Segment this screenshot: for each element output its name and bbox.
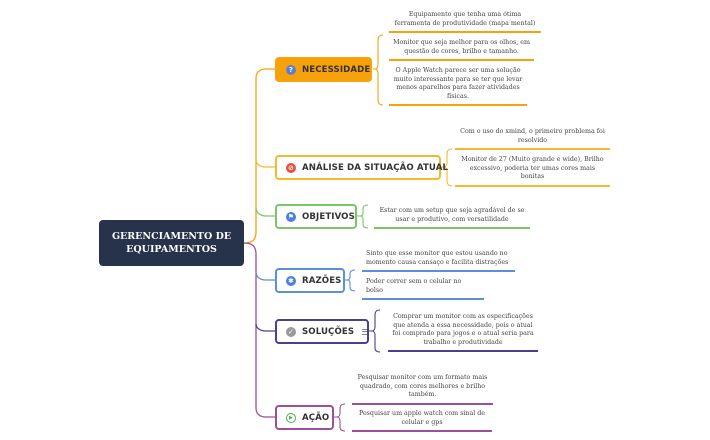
topic-label: ANÁLISE DA SITUAÇÃO ATUAL [302,162,449,173]
topic-objetivos[interactable]: ⚑ OBJETIVOS [275,204,357,229]
topic-necessidade[interactable]: ? NECESSIDADE [275,57,372,82]
topic-label: AÇÃO [302,412,330,423]
leaf-acao-2[interactable]: Pesquisar um apple watch com sinal de ce… [352,410,492,433]
block-icon: ⊘ [286,162,296,173]
topic-label: SOLUÇÕES [302,326,355,337]
leaf-necessidade-2[interactable]: Monitor que seja melhor para os olhos, e… [389,39,534,62]
topic-razoes[interactable]: ✱ RAZÕES [275,268,345,293]
topic-solucoes[interactable]: ✓ SOLUÇÕES [275,319,369,344]
topic-acao[interactable]: ▶ AÇÃO [275,405,334,430]
flag-icon: ⚑ [286,211,296,222]
leaf-acao-1[interactable]: Pesquisar monitor com um formato mais qu… [352,374,493,405]
leaf-objetivos-1[interactable]: Estar com um setup que seja agradável de… [374,207,530,230]
leaf-necessidade-3[interactable]: O Apple Watch parece ser uma solução mui… [389,67,527,107]
leaf-analise-2[interactable]: Monitor de 27 (Muito grande e wide), Bri… [455,156,610,187]
leaf-analise-1[interactable]: Com o uso do xmind, o primeiro problema … [455,128,610,151]
central-topic-label: GERENCIAMENTO DE EQUIPAMENTOS [111,231,232,255]
topic-label: OBJETIVOS [302,211,355,222]
topic-analise-situacao-atual[interactable]: ⊘ ANÁLISE DA SITUAÇÃO ATUAL [275,155,448,180]
star-icon: ✱ [286,275,296,286]
leaf-razoes-2[interactable]: Poder correr sem o celular no bolso [362,278,484,301]
check-icon: ✓ [286,326,296,337]
play-icon: ▶ [286,412,296,423]
topic-label: NECESSIDADE [302,64,371,75]
leaf-razoes-1[interactable]: Sinto que esse monitor que estou usando … [362,250,515,273]
notes-icon[interactable] [362,328,368,335]
central-topic[interactable]: GERENCIAMENTO DE EQUIPAMENTOS [99,220,244,266]
leaf-necessidade-1[interactable]: Equipamento que tenha uma ótima ferramen… [389,11,541,34]
topic-label: RAZÕES [302,275,342,286]
question-icon: ? [286,64,296,75]
leaf-solucoes-1[interactable]: Comprar um monitor com as especificações… [388,313,538,353]
